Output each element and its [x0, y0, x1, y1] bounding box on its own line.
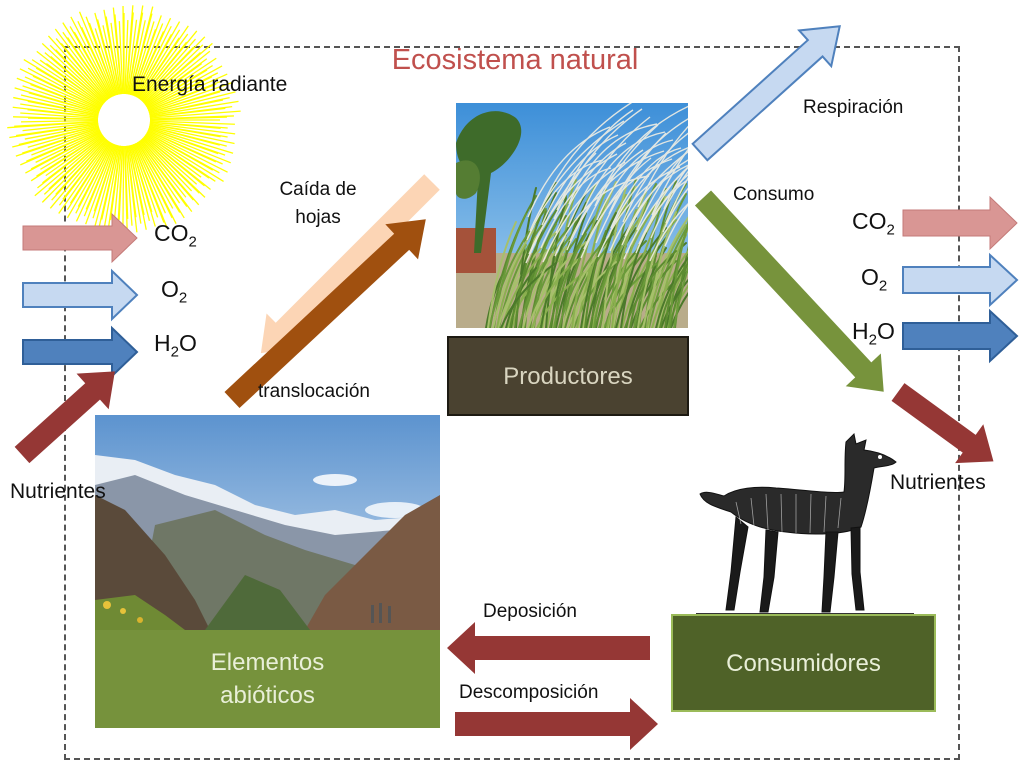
o2-right-label: O2 — [861, 264, 887, 295]
co2-left-sub: 2 — [188, 233, 197, 251]
caida-hojas-line2: hojas — [295, 207, 341, 228]
co2-right-label: CO2 — [852, 208, 895, 239]
deposicion-arrow — [447, 622, 650, 674]
co2-out-arrow — [902, 195, 1018, 251]
consumidores-label: Consumidores — [726, 649, 881, 677]
translocacion-label: translocación — [258, 381, 370, 402]
respiracion-label: Respiración — [803, 97, 904, 118]
co2-right-base: CO — [852, 208, 887, 234]
diagram-title: Ecosistema natural — [391, 44, 639, 76]
deposicion-label: Deposición — [483, 601, 577, 622]
respiracion-arrow — [691, 25, 841, 162]
co2-in-arrow — [22, 212, 138, 264]
nutrientes-right-label: Nutrientes — [890, 471, 986, 494]
h2o-in-arrow — [22, 325, 139, 379]
abioticos-line1: Elementos — [210, 649, 325, 676]
o2-left-sub: 2 — [178, 289, 188, 307]
h2o-left-sub: 2 — [170, 343, 179, 361]
mountain-photo — [95, 415, 440, 630]
consumidores-box: Consumidores — [671, 614, 936, 712]
grass-photo — [456, 103, 688, 328]
nutrients-in-arrow — [14, 371, 115, 464]
caida-hojas-label: Caída de hojas — [268, 176, 368, 232]
energia-radiante-label: Energía radiante — [132, 73, 288, 96]
abioticos-box: Elementos abióticos — [95, 630, 440, 728]
h2o-out-arrow — [902, 308, 1019, 364]
co2-left-base: CO — [154, 220, 189, 246]
o2-right-base: O — [861, 264, 879, 290]
h2o-right-sub: 2 — [868, 331, 877, 349]
h2o-right-tail: O — [876, 318, 895, 344]
nutrients-out-arrow — [891, 383, 994, 464]
o2-left-label: O2 — [161, 276, 187, 307]
translocacion-arrow — [224, 219, 426, 409]
h2o-right-label: H2O — [852, 318, 895, 349]
o2-in-arrow — [22, 268, 139, 322]
descomposicion-arrow — [455, 698, 658, 750]
co2-left-label: CO2 — [154, 220, 197, 251]
consumo-label: Consumo — [733, 184, 815, 205]
h2o-left-tail: O — [178, 330, 197, 356]
nutrientes-left-label: Nutrientes — [10, 480, 106, 503]
consumo-arrow — [694, 190, 884, 392]
h2o-right-base: H — [852, 318, 869, 344]
caida-hojas-line1: Caída de — [279, 179, 357, 200]
descomposicion-label: Descomposición — [459, 682, 599, 703]
abioticos-line2: abióticos — [220, 682, 315, 709]
h2o-left-base: H — [154, 330, 171, 356]
productores-label: Productores — [503, 362, 633, 390]
o2-right-sub: 2 — [878, 277, 888, 295]
o2-out-arrow — [902, 252, 1019, 308]
productores-box: Productores — [447, 336, 689, 416]
h2o-left-label: H2O — [154, 330, 197, 361]
o2-left-base: O — [161, 276, 179, 302]
caida-hojas-arrow — [260, 174, 440, 354]
sun-icon — [7, 5, 241, 235]
co2-right-sub: 2 — [886, 221, 895, 239]
vicuna-drawing — [696, 432, 914, 618]
